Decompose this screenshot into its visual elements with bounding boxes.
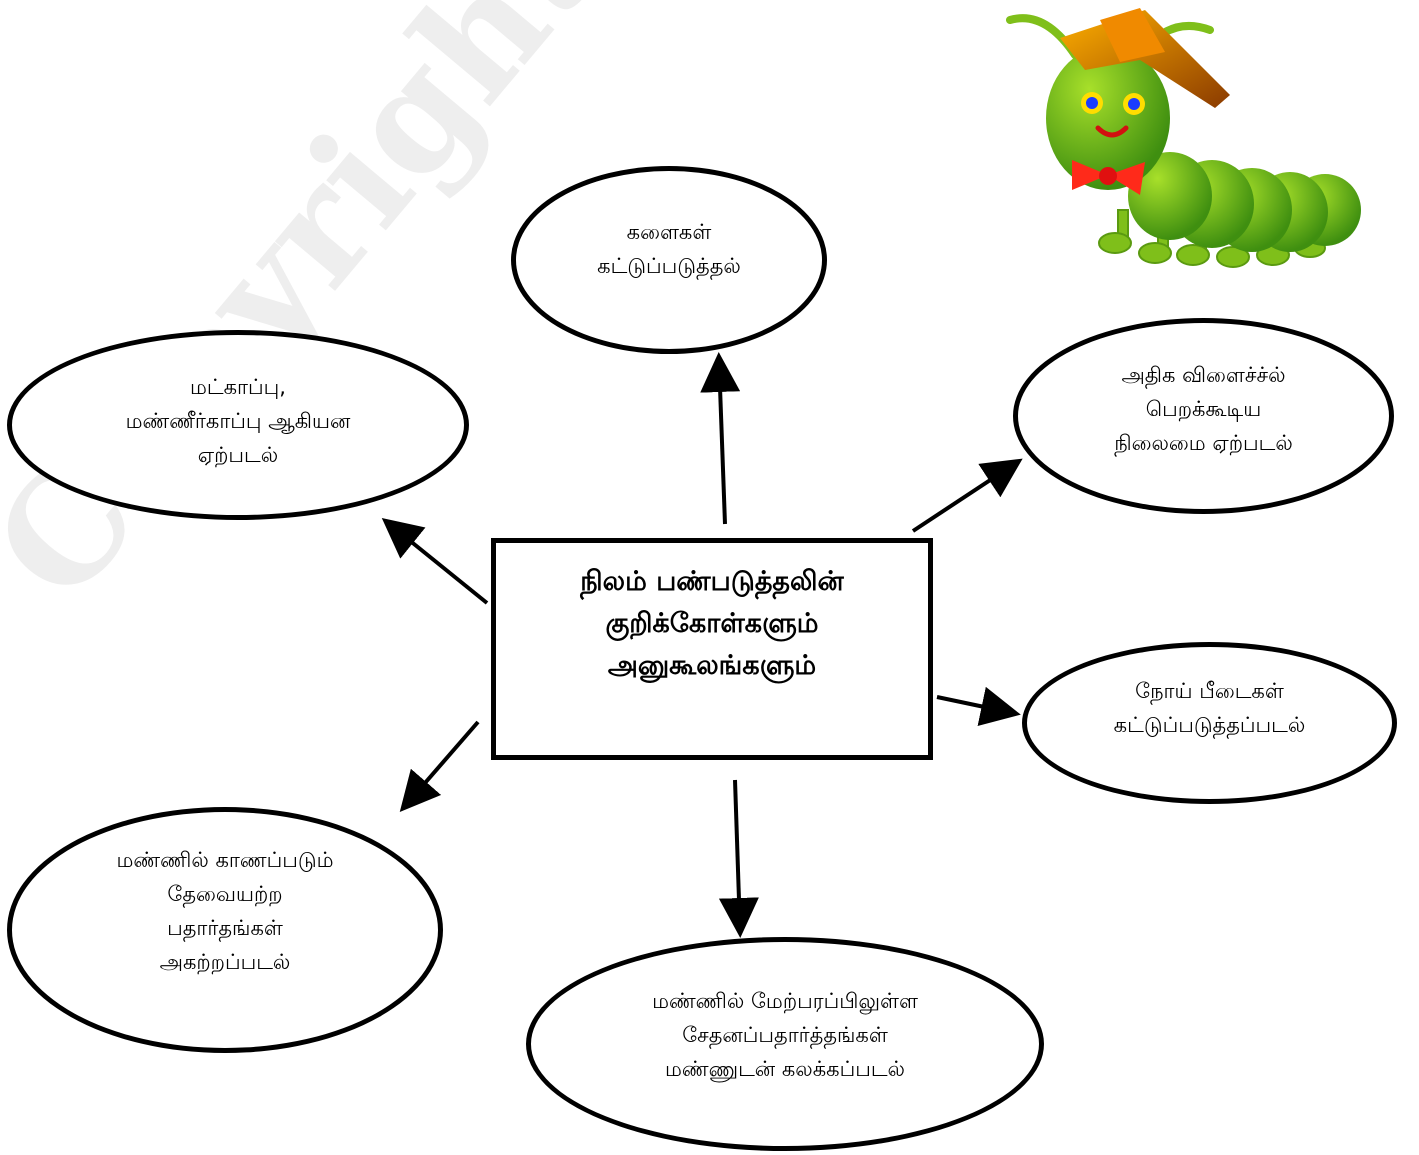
node-unwanted-label: மண்ணில் காணப்படும் தேவையற்ற பதார்தங்கள் …: [116, 848, 334, 974]
caterpillar-icon: [1006, 8, 1361, 268]
arrow-to-organic: [718, 779, 759, 938]
node-yield: அதிக விளைச்ச்ல் பெறக்கூடிய நிலைமை ஏற்படல…: [1013, 318, 1394, 514]
node-erosion: மட்காப்பு, மண்ணீர்காப்பு ஆகியன ஏற்படல்: [7, 330, 469, 520]
node-yield-label: அதிக விளைச்ச்ல் பெறக்கூடிய நிலைமை ஏற்படல…: [1114, 363, 1293, 455]
node-organic: மண்ணில் மேற்பரப்பிலுள்ள சேதனப்பதார்த்தங்…: [526, 937, 1044, 1151]
arrow-to-unwanted: [399, 720, 480, 813]
arrow-to-weeds: [700, 352, 741, 525]
node-weeds: களைகள் கட்டுப்படுத்தல்: [511, 166, 827, 354]
node-pests: நோய் பீடைகள் கட்டுப்படுத்தப்படல்: [1022, 642, 1397, 804]
node-erosion-label: மட்காப்பு, மண்ணீர்காப்பு ஆகியன ஏற்படல்: [125, 375, 351, 467]
node-unwanted: மண்ணில் காணப்படும் தேவையற்ற பதார்தங்கள் …: [7, 807, 443, 1053]
central-topic-box: நிலம் பண்படுத்தலின் குறிக்கோள்களும் அனுக…: [491, 538, 933, 760]
node-organic-label: மண்ணில் மேற்பரப்பிலுள்ள சேதனப்பதார்த்தங்…: [652, 989, 918, 1081]
node-weeds-label: களைகள் கட்டுப்படுத்தல்: [597, 220, 741, 278]
arrow-to-erosion: [381, 517, 489, 605]
central-topic-title: நிலம் பண்படுத்தலின் குறிக்கோள்களும் அனுக…: [580, 566, 844, 681]
arrow-to-pests: [936, 686, 1021, 726]
node-pests-label: நோய் பீடைகள் கட்டுப்படுத்தப்படல்: [1113, 679, 1306, 737]
arrow-to-yield: [911, 458, 1023, 533]
